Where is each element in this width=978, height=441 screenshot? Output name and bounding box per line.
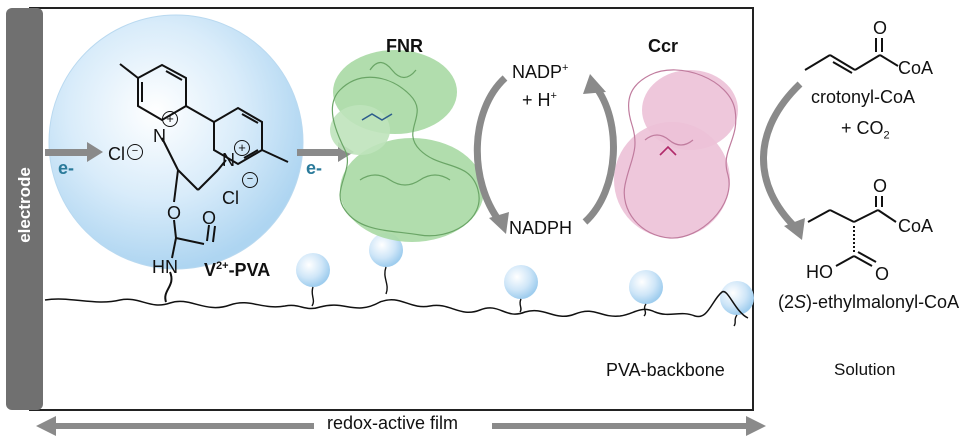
electrode-label: electrode (15, 167, 34, 243)
ccr-enzyme (614, 69, 738, 239)
carbonyl-oxygen: O (202, 208, 217, 228)
ho-label: HO (806, 262, 833, 282)
product-label: (2S)-ethylmalonyl-CoA (778, 292, 960, 312)
bubble-5 (720, 281, 754, 315)
pva-backbone-label: PVA-backbone (606, 360, 725, 380)
cycle-arrow-left-head (489, 212, 509, 234)
bubble-2 (369, 233, 403, 267)
amine-label: HN (152, 257, 178, 277)
bubble-3 (504, 265, 538, 299)
co2-label: + CO2 (841, 118, 890, 142)
crotonyl-structure (804, 38, 899, 74)
coa-top: CoA (898, 58, 934, 78)
ccr-label: Ccr (648, 36, 679, 56)
oxygen-acid: O (875, 264, 890, 284)
cycle-arrow-right (582, 83, 617, 225)
solution-arrow (760, 81, 803, 231)
fnr-label: FNR (386, 36, 423, 56)
electron-label-right: e- (306, 158, 323, 178)
film-double-arrow (36, 416, 766, 436)
ester-oxygen: O (167, 203, 182, 223)
plus-badge-left: + (162, 111, 178, 127)
nitrogen-right: N (222, 150, 235, 170)
electron-label-left: e- (58, 158, 75, 178)
pva-backbone-line (44, 290, 749, 319)
counterion-right: Cl (222, 188, 239, 208)
solution-arrow-head (784, 218, 805, 240)
mediator-bubble (48, 14, 304, 270)
bipyridinium-structure (119, 63, 289, 303)
cycle-arrow-left (473, 75, 508, 225)
bubble-1 (296, 253, 330, 287)
plus-badge-right: + (234, 140, 250, 156)
nadph-label: NADPH (509, 218, 573, 238)
nadp-label: NADP+ (512, 62, 569, 82)
minus-badge-right: − (242, 172, 258, 188)
nitrogen-left: N (153, 126, 166, 146)
cycle-arrow-right-head (583, 74, 606, 94)
mediator-label: V2+-PVA (204, 260, 271, 280)
film-label: redox-active film (327, 413, 459, 433)
oxygen-top: O (873, 18, 888, 38)
electron-arrow-left (45, 142, 103, 162)
crotonyl-label: crotonyl-CoA (811, 87, 916, 107)
solution-label: Solution (834, 360, 896, 379)
fnr-enzyme (330, 50, 484, 242)
tethers (311, 266, 738, 327)
oxygen-bottom-top: O (873, 176, 888, 196)
h-plus-label: + H+ (522, 90, 557, 110)
electrode-bar (6, 8, 43, 410)
coa-bottom: CoA (898, 216, 934, 236)
ethylmalonyl-structure (807, 196, 897, 267)
bubble-4 (629, 270, 663, 304)
counterion-left: Cl− (108, 144, 143, 165)
